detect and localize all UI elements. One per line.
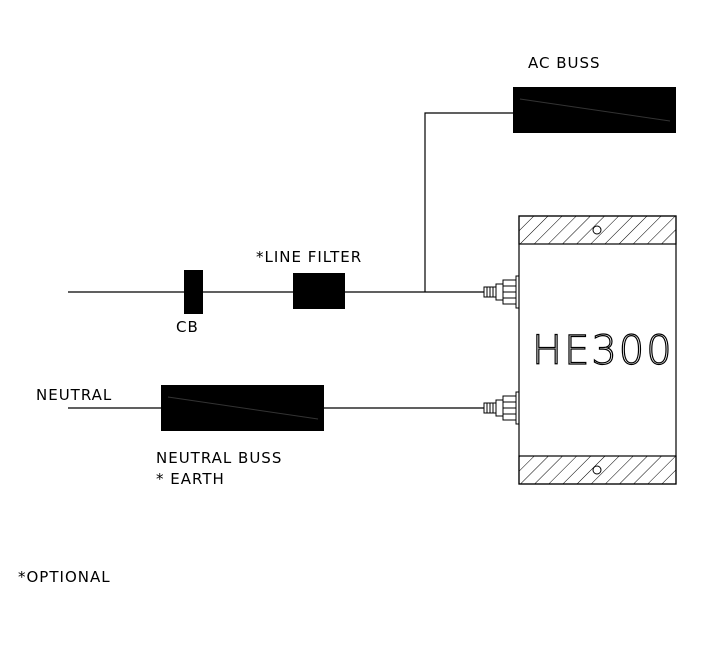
circuit-breaker [184,270,203,314]
ac-buss-bar [513,87,676,133]
earth-label: * EARTH [156,470,225,488]
bottom-terminal-icon [483,391,520,425]
neutral-label: NEUTRAL [36,386,112,404]
neutral-buss-bar [161,385,324,431]
optional-footnote: *OPTIONAL [18,568,111,586]
line-filter-label: *LINE FILTER [256,248,362,266]
top-mount-hole-icon [592,225,602,235]
he300-label: HE300 [532,328,674,374]
he300-unit [518,215,677,485]
ac-buss-wire [424,112,513,292]
bottom-mount-hole-icon [592,465,602,475]
cb-label: CB [176,318,199,336]
line-filter-box [293,273,345,309]
ac-buss-label: AC BUSS [528,54,601,72]
neutral-buss-label: NEUTRAL BUSS [156,449,282,467]
top-terminal-icon [483,275,520,309]
